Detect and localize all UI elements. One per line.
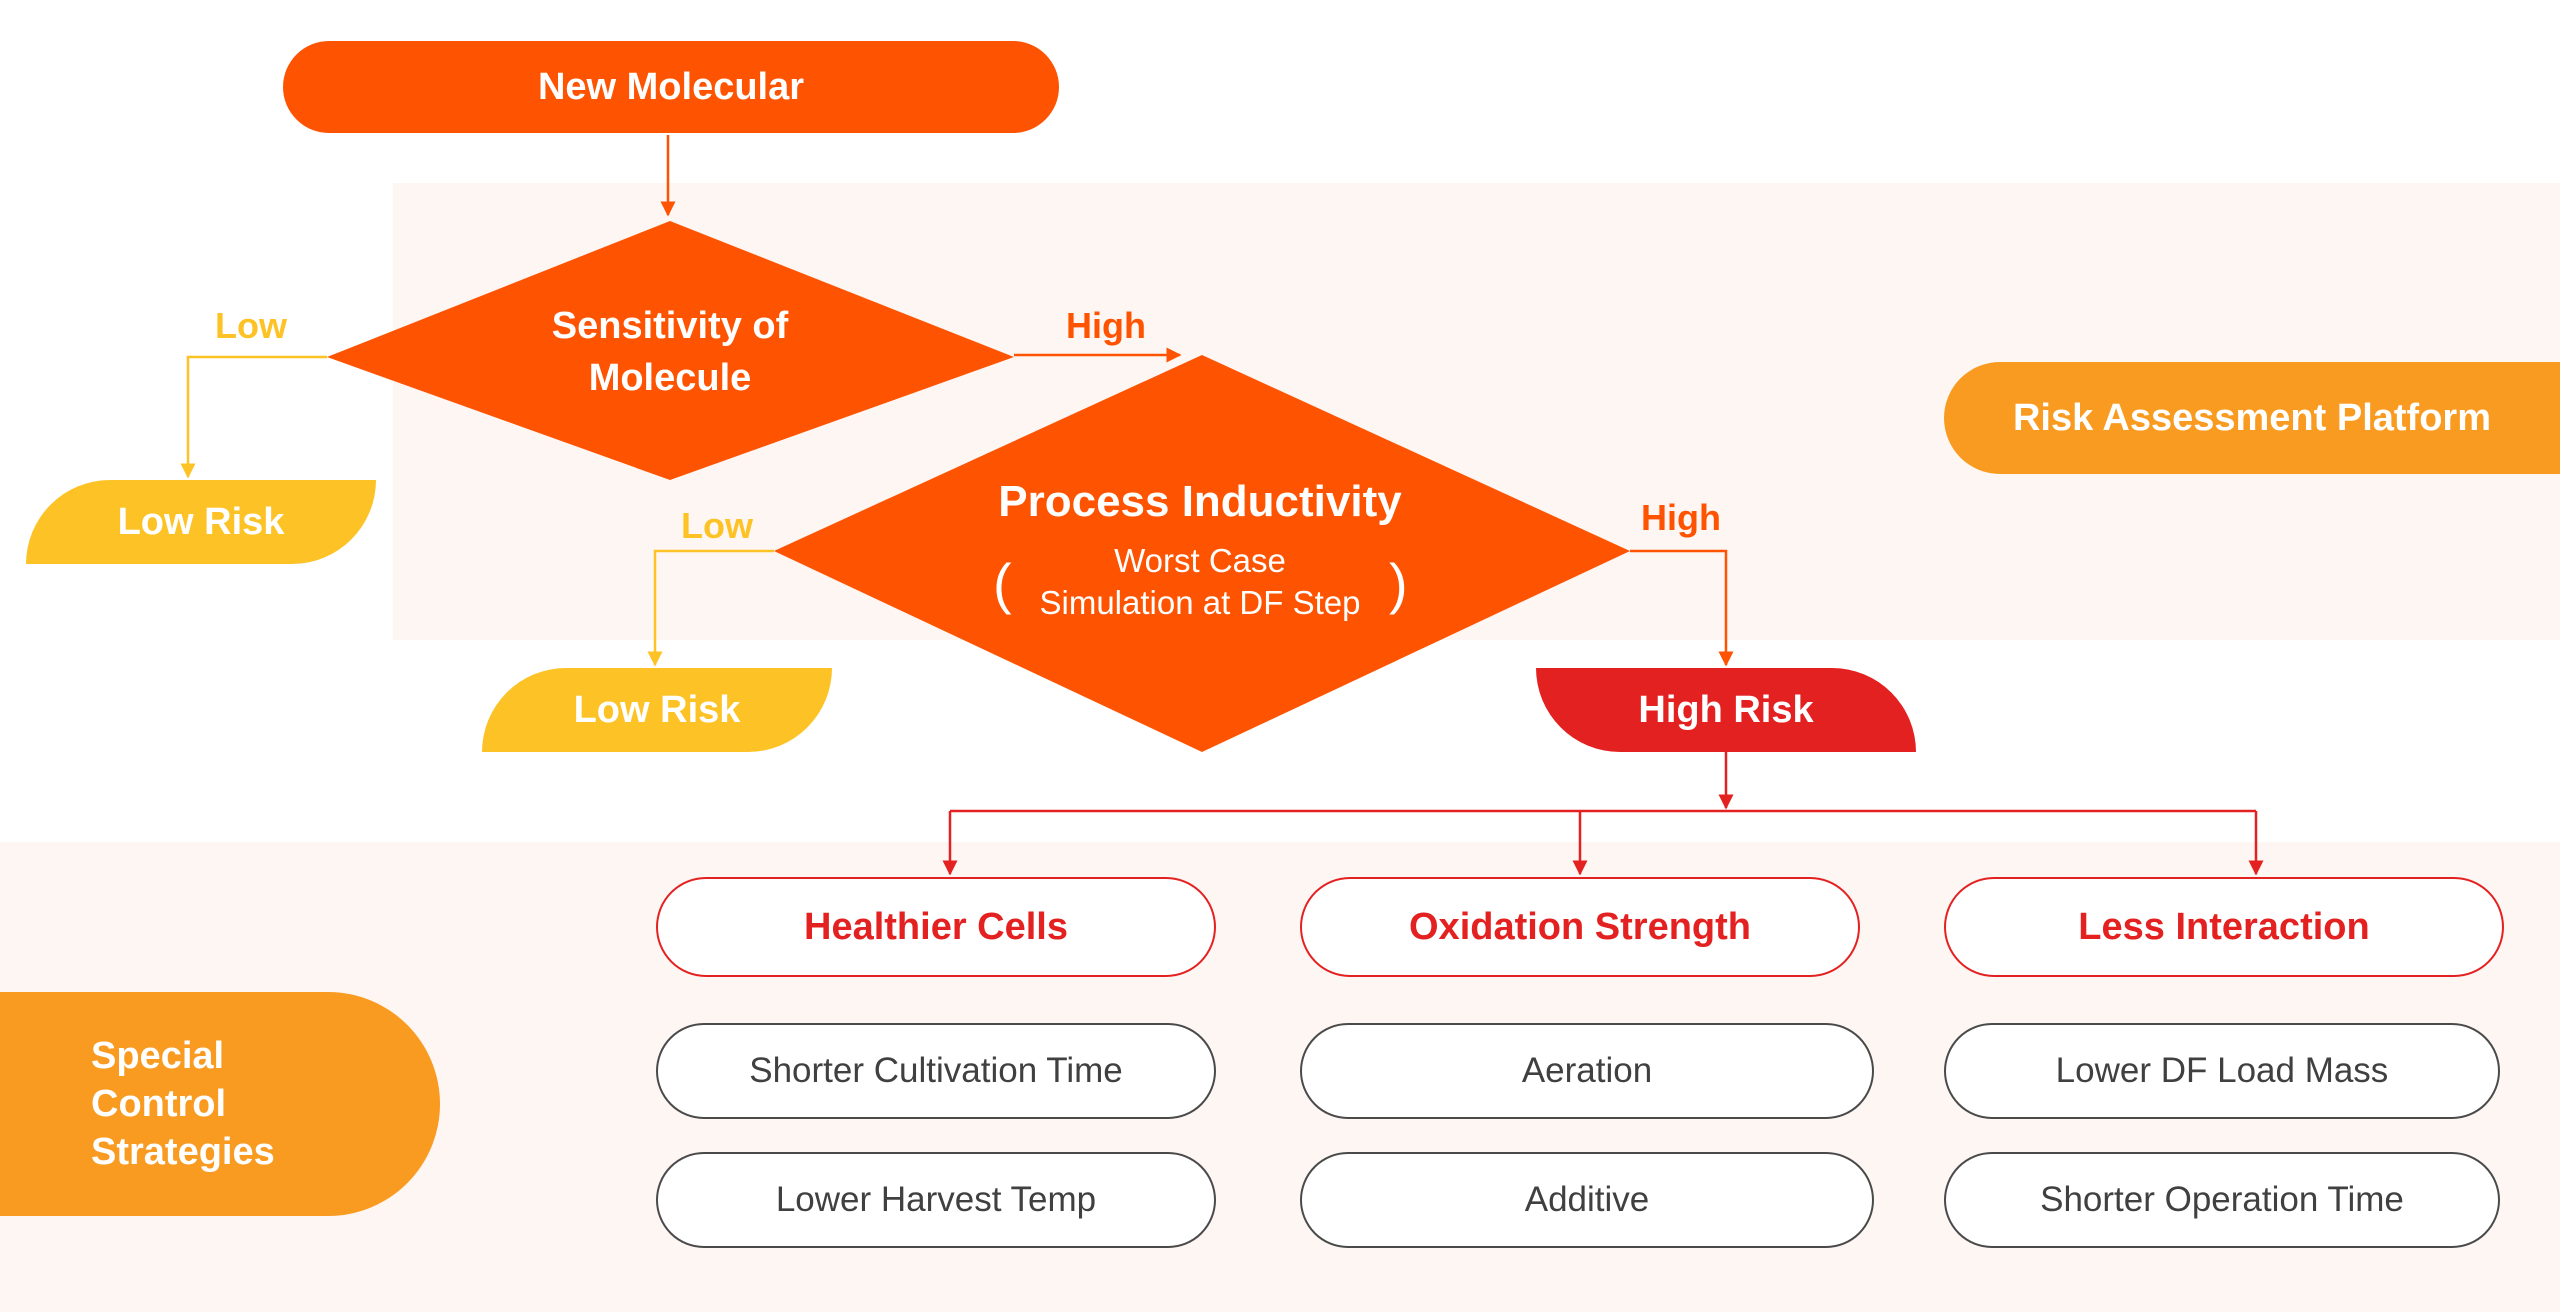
decision2-high-label: High <box>1641 497 1721 538</box>
sensitivity-decision-text: Sensitivity of Molecule <box>470 300 870 404</box>
strategy-aeration: Aeration <box>1300 1023 1874 1119</box>
factor-less-interaction: Less Interaction <box>1944 877 2504 977</box>
risk-assessment-platform-label: Risk Assessment Platform <box>1944 362 2560 474</box>
subtitle-line-1: Worst Case <box>1114 542 1286 579</box>
strategies-line-1: Special <box>91 1035 225 1077</box>
strategy-shorter-operation-time: Shorter Operation Time <box>1944 1152 2500 1248</box>
process-inductivity-subtitle: Worst Case Simulation at DF Step <box>980 540 1420 624</box>
high-risk-outcome: High Risk <box>1536 668 1916 752</box>
special-control-strategies-label: Special Control Strategies <box>0 992 440 1216</box>
process-inductivity-decision-diamond <box>774 355 1630 752</box>
subtitle-line-2: Simulation at DF Step <box>1039 584 1361 621</box>
decision1-high-label: High <box>1066 305 1146 346</box>
low-risk-outcome-1: Low Risk <box>26 480 376 564</box>
strategies-line-2: Control <box>91 1083 227 1125</box>
arrow-decision1-low <box>180 355 327 479</box>
strategy-shorter-cultivation-time: Shorter Cultivation Time <box>656 1023 1216 1119</box>
arrow-decision2-high <box>1630 549 1734 667</box>
strategies-line-3: Strategies <box>91 1131 275 1173</box>
sensitivity-line-2: Molecule <box>588 357 752 399</box>
close-parenthesis: ) <box>1389 552 1408 615</box>
new-molecular-node: New Molecular <box>283 41 1059 133</box>
decision2-low-label: Low <box>681 505 753 546</box>
factor-healthier-cells: Healthier Cells <box>656 877 1216 977</box>
low-risk-outcome-2: Low Risk <box>482 668 832 752</box>
sensitivity-decision-diamond <box>327 221 1014 480</box>
decision1-low-label: Low <box>215 305 287 346</box>
sensitivity-line-1: Sensitivity of <box>551 305 789 347</box>
open-parenthesis: ( <box>993 552 1012 615</box>
process-inductivity-title: Process Inductivity <box>998 477 1402 526</box>
strategy-additive: Additive <box>1300 1152 1874 1248</box>
strategy-lower-harvest-temp: Lower Harvest Temp <box>656 1152 1216 1248</box>
strategy-lower-df-load-mass: Lower DF Load Mass <box>1944 1023 2500 1119</box>
arrow-decision2-low <box>647 549 774 667</box>
factor-oxidation-strength: Oxidation Strength <box>1300 877 1860 977</box>
